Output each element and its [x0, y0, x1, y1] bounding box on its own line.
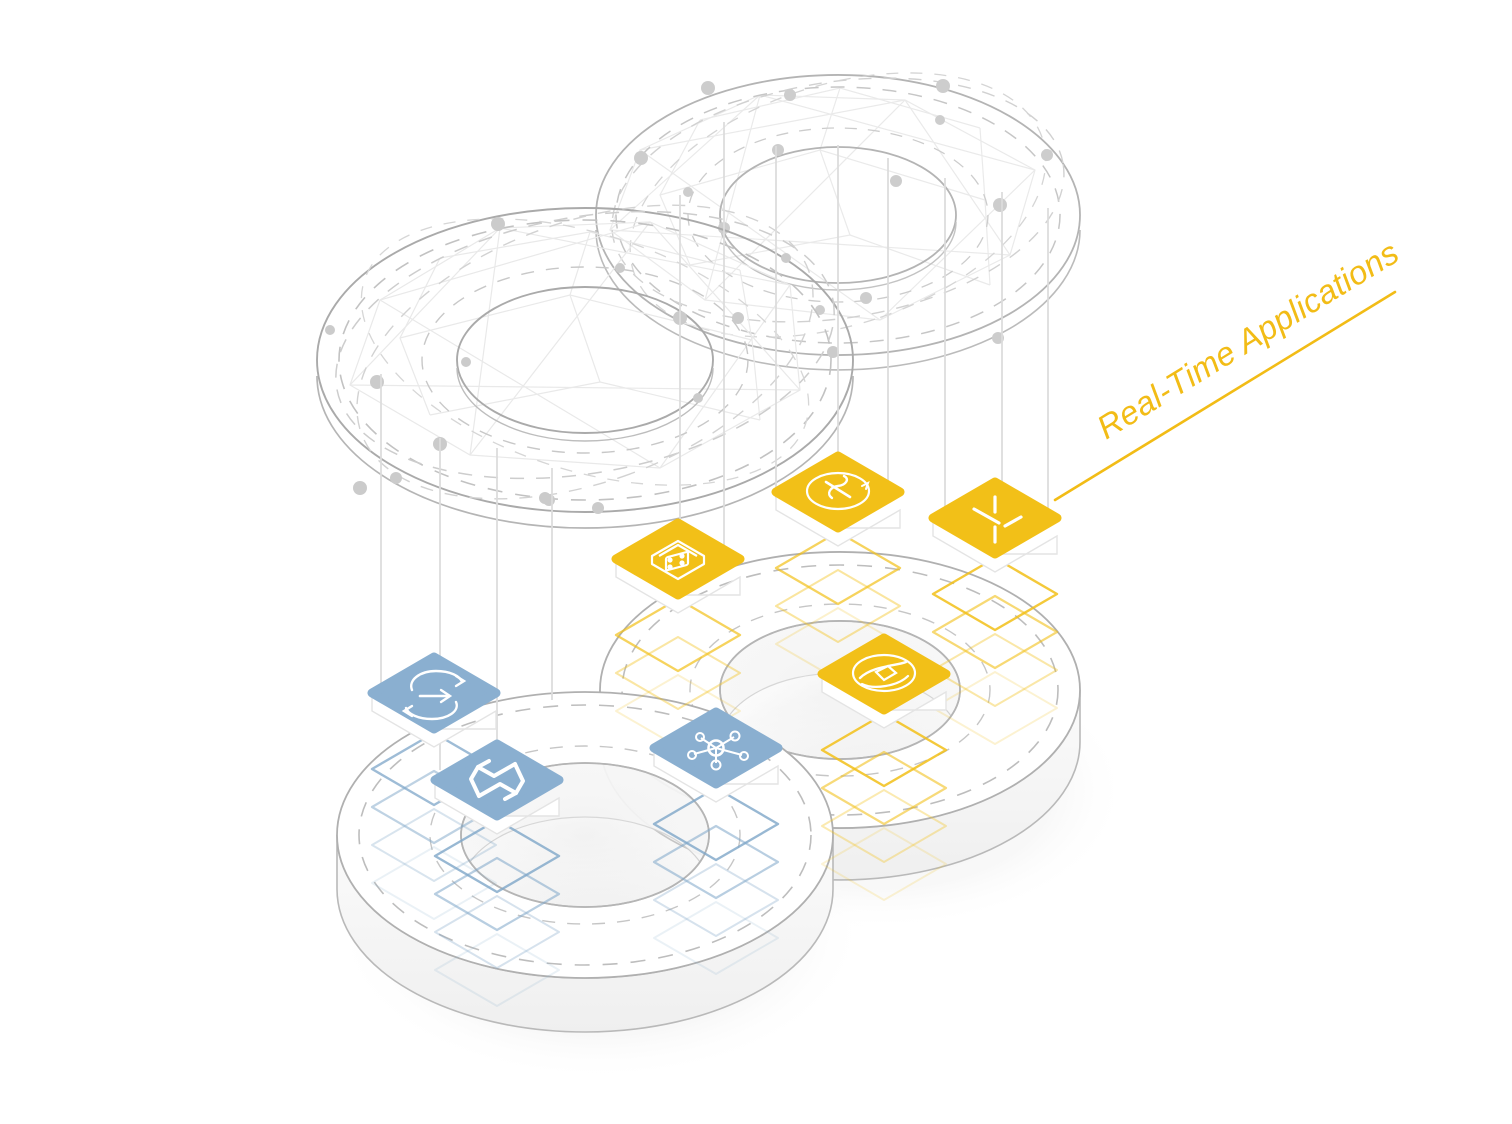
network-ring-front — [316, 204, 854, 529]
callout-label: Real-Time Applications — [1090, 233, 1405, 446]
crosshair-tile[interactable] — [928, 477, 1062, 573]
crosshair-icon — [972, 495, 1023, 544]
smart-home-tile[interactable] — [611, 518, 745, 614]
network-node-tile[interactable] — [649, 707, 783, 803]
callout-leader-line — [1053, 290, 1397, 502]
drop-lines — [380, 122, 1049, 792]
echo-stack-crosshair — [931, 556, 1059, 745]
currency-cycle-tile[interactable] — [771, 451, 905, 547]
sync-exchange-icon — [401, 669, 467, 721]
network-nodes — [634, 79, 1053, 344]
flow-loop-tile[interactable] — [430, 739, 564, 835]
currency-cycle-icon — [805, 471, 871, 511]
flow-loop-icon — [469, 759, 525, 801]
network-nodes — [325, 217, 839, 514]
network-node-icon — [687, 730, 749, 771]
refresh-cycle-icon — [851, 653, 917, 693]
sync-exchange-tile[interactable] — [367, 652, 501, 748]
refresh-cycle-tile[interactable] — [817, 633, 951, 729]
callout-real-time-applications: Real-Time Applications — [1053, 233, 1405, 502]
echo-stack-flowloop — [433, 818, 561, 1007]
echo-stack-networknode — [652, 786, 780, 975]
smart-home-icon — [650, 539, 706, 581]
echo-stack-refresh — [820, 712, 948, 901]
